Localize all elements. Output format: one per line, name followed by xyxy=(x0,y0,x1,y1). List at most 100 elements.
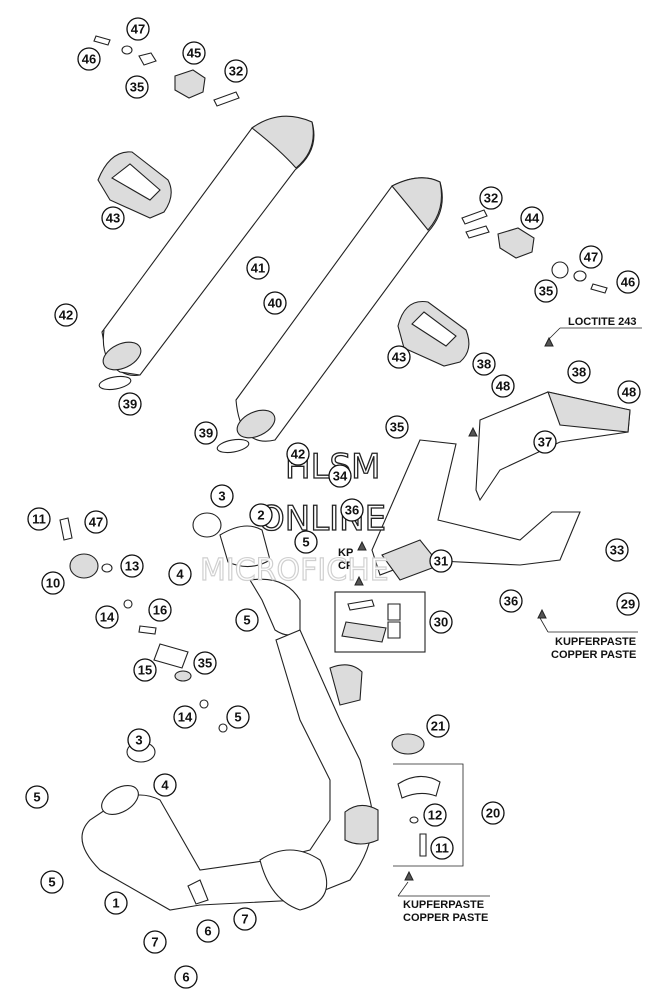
paste-drop-2 xyxy=(357,540,367,551)
callout-circle xyxy=(41,571,65,595)
callout-number: 5 xyxy=(302,535,309,550)
callout-number: 34 xyxy=(333,469,348,484)
callout-32: 32 xyxy=(479,186,503,210)
callout-39: 39 xyxy=(118,392,142,416)
callout-circle xyxy=(616,270,640,294)
callout-number: 32 xyxy=(229,64,243,79)
callout-11: 11 xyxy=(27,507,51,531)
callout-30: 30 xyxy=(429,610,453,634)
callout-14: 14 xyxy=(95,605,119,629)
callout-14: 14 xyxy=(173,705,197,729)
callout-33: 33 xyxy=(605,538,629,562)
bracket-43-left xyxy=(97,151,172,219)
callout-39: 39 xyxy=(194,421,218,445)
callout-circle xyxy=(246,256,270,280)
callout-35: 35 xyxy=(385,415,409,439)
callout-5: 5 xyxy=(25,785,49,809)
callout-number: 46 xyxy=(621,275,635,290)
callout-45: 45 xyxy=(182,41,206,65)
callout-circle xyxy=(426,714,450,738)
parts-group-30 xyxy=(334,591,426,653)
callout-number: 3 xyxy=(135,733,142,748)
callout-number: 33 xyxy=(610,543,624,558)
callout-number: 41 xyxy=(251,261,265,276)
callout-number: 42 xyxy=(59,308,73,323)
callout-number: 2 xyxy=(257,508,264,523)
flange-2 xyxy=(219,525,271,568)
note-kupferpaste-bottom: KUPFERPASTE xyxy=(403,899,484,911)
callout-circle xyxy=(143,930,167,954)
callout-number: 21 xyxy=(431,719,445,734)
callout-circle xyxy=(429,549,453,573)
callout-2: 2 xyxy=(249,503,273,527)
exhaust-header-pipe xyxy=(81,578,379,911)
note-kupferpaste-top: KUPFERPASTE xyxy=(555,636,636,648)
callout-41: 41 xyxy=(246,256,270,280)
callout-number: 39 xyxy=(199,426,213,441)
paste-drop-1 xyxy=(468,426,478,437)
callout-circle xyxy=(168,562,192,586)
callout-circle xyxy=(153,773,177,797)
callout-number: 46 xyxy=(82,52,96,67)
callout-number: 20 xyxy=(486,806,500,821)
callout-circle xyxy=(77,47,101,71)
callout-number: 30 xyxy=(434,615,448,630)
callout-number: 6 xyxy=(182,970,189,985)
callout-circle xyxy=(567,360,591,384)
callout-circle xyxy=(616,592,640,616)
callout-13: 13 xyxy=(120,554,144,578)
callout-circle xyxy=(499,589,523,613)
callout-6: 6 xyxy=(174,965,198,989)
note-copperpaste-top: COPPER PASTE xyxy=(551,649,636,661)
callout-circle xyxy=(174,965,198,989)
callout-circle xyxy=(294,530,318,554)
callout-circle xyxy=(423,803,447,827)
callout-number: 29 xyxy=(621,597,635,612)
callout-31: 31 xyxy=(429,549,453,573)
callout-circle xyxy=(133,658,157,682)
callout-number: 44 xyxy=(525,211,540,226)
callout-35: 35 xyxy=(534,279,558,303)
callout-circle xyxy=(605,538,629,562)
callout-circle xyxy=(118,392,142,416)
callout-35: 35 xyxy=(193,651,217,675)
callout-number: 16 xyxy=(153,603,167,618)
callout-circle xyxy=(491,374,515,398)
callout-number: 15 xyxy=(138,663,152,678)
callout-circle xyxy=(286,442,310,466)
callout-number: 42 xyxy=(291,447,305,462)
callout-42: 42 xyxy=(54,303,78,327)
callout-44: 44 xyxy=(520,206,544,230)
callout-36: 36 xyxy=(340,498,364,522)
muffler-41 xyxy=(101,115,315,377)
callout-number: 35 xyxy=(130,80,144,95)
callout-15: 15 xyxy=(133,658,157,682)
paste-drop-5 xyxy=(404,870,414,881)
callout-40: 40 xyxy=(263,291,287,315)
callout-circle xyxy=(263,291,287,315)
callout-number: 43 xyxy=(106,211,120,226)
callout-number: 4 xyxy=(161,778,169,793)
callout-number: 7 xyxy=(151,935,158,950)
callout-circle xyxy=(25,785,49,809)
callout-20: 20 xyxy=(481,801,505,825)
callout-number: 14 xyxy=(100,610,115,625)
callout-47: 47 xyxy=(126,17,150,41)
callout-number: 7 xyxy=(241,912,248,927)
callout-number: 38 xyxy=(572,365,586,380)
callout-number: 38 xyxy=(477,357,491,372)
loctite-drop xyxy=(544,336,554,347)
callout-number: 10 xyxy=(46,576,60,591)
callout-46: 46 xyxy=(77,47,101,71)
callout-number: 37 xyxy=(538,435,552,450)
callout-circle xyxy=(226,705,250,729)
callout-circle xyxy=(193,651,217,675)
callout-circle xyxy=(148,598,172,622)
note-cp: CP xyxy=(338,560,353,572)
rear-mount-hardware-right xyxy=(461,209,608,294)
callout-circle xyxy=(479,186,503,210)
callout-number: 45 xyxy=(187,46,201,61)
